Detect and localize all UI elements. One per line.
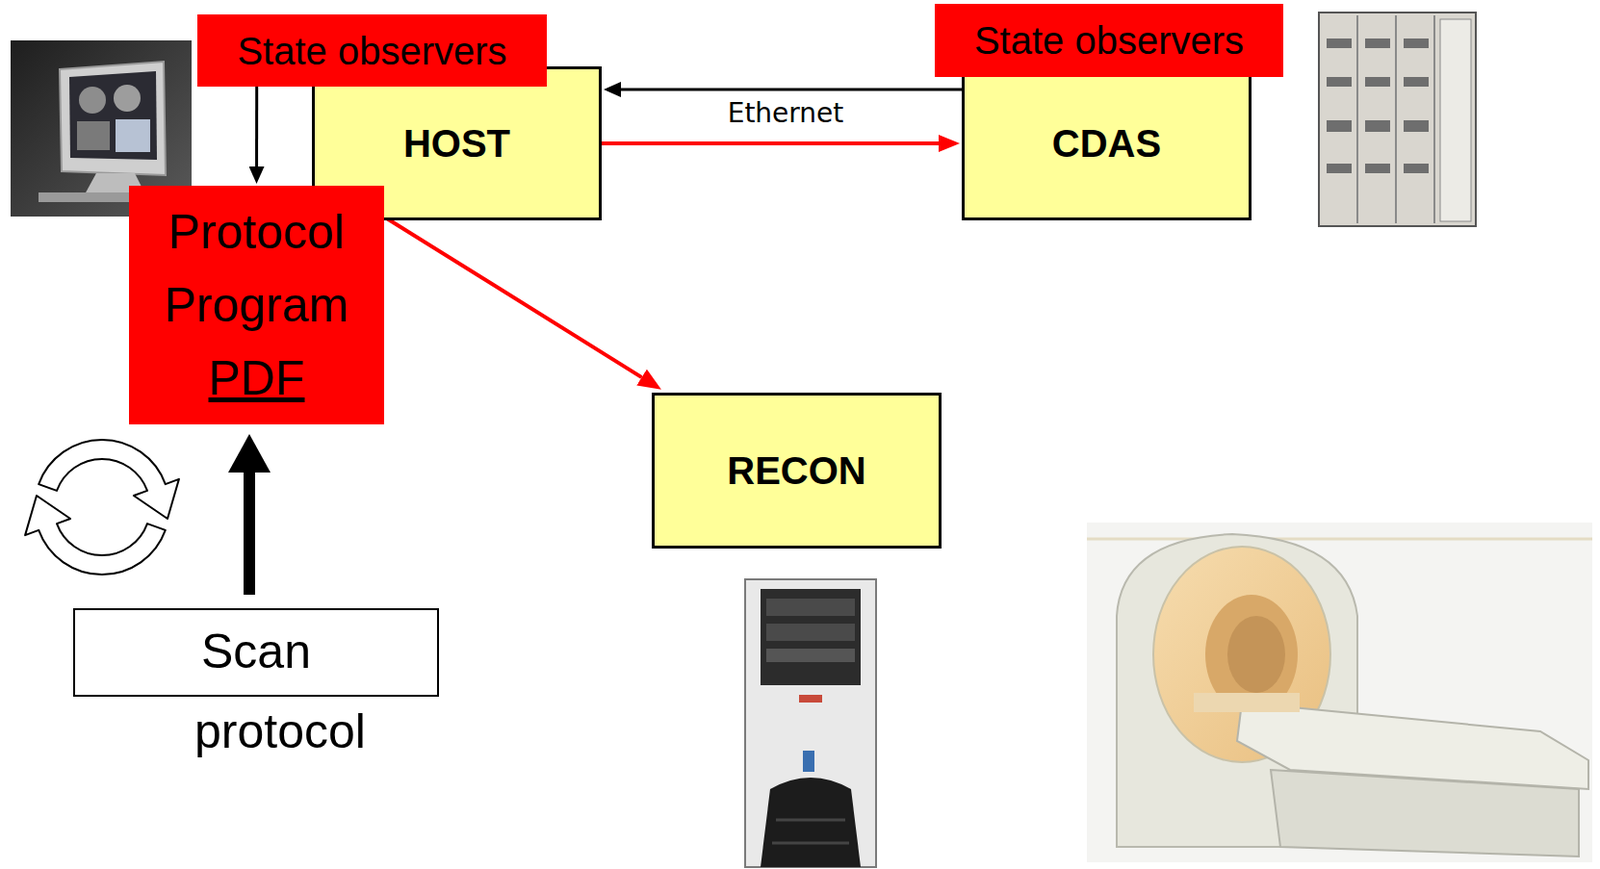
arrow-connector (620, 88, 962, 92)
mri-scanner-photo (1086, 522, 1593, 863)
box-text: RECON (726, 448, 866, 493)
cdas-cabinet-photo (1318, 12, 1476, 227)
arrow-connector (243, 472, 256, 595)
box-text: PDF (208, 341, 306, 415)
edge-label: Ethernet (723, 97, 849, 130)
process-box: RECON (651, 392, 942, 549)
box-text: HOST (403, 121, 511, 166)
box-text: State observers (236, 28, 507, 74)
box-text: Protocol Program (129, 195, 385, 342)
observer-box: State observers (934, 3, 1284, 78)
program-box: Protocol ProgramPDF (129, 185, 385, 425)
arrow-connector (384, 216, 643, 378)
cycle-symbol (25, 439, 180, 575)
recon-pc-photo (745, 579, 877, 868)
arrow-connector (601, 141, 939, 146)
caption-text: protocol (194, 704, 366, 761)
arrow-connector (255, 86, 259, 167)
box-text: CDAS (1052, 121, 1162, 166)
observer-box: State observers (197, 14, 547, 87)
process-box: CDAS (961, 66, 1252, 221)
box-text: State observers (974, 18, 1244, 63)
scan-box: Scanprotocol (73, 608, 439, 697)
box-text: Scan (201, 624, 311, 681)
